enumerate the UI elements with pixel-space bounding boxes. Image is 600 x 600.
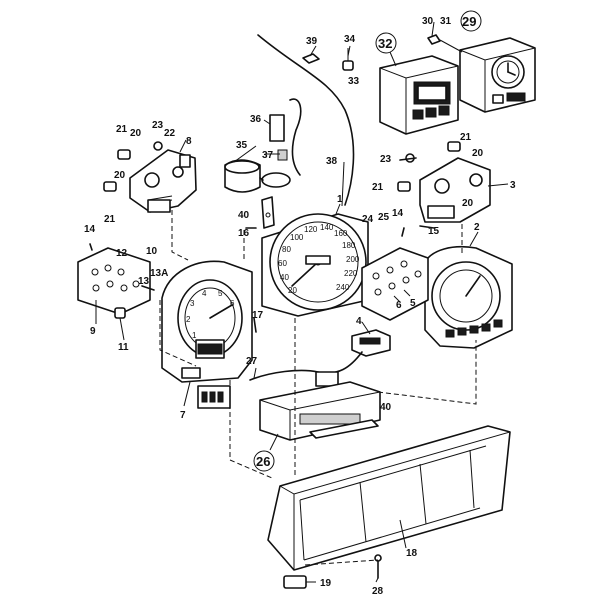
callout-2: 2 [474,222,480,233]
dial-label: 20 [288,286,297,295]
dial-label: 200 [346,255,360,264]
part-39-clip [302,53,320,64]
callout-13: 13 [138,276,150,287]
callout-14-right: 14 [392,208,404,219]
callout-7: 7 [180,410,186,421]
part-30-31-bulb [427,34,463,53]
dial-label: 240 [336,283,350,292]
callout-circles [253,10,482,472]
part-36-37-harness [269,98,302,176]
callout-31: 31 [440,16,452,27]
dial-label: 1 [192,331,197,340]
callout-4: 4 [356,316,362,327]
dial-label: 100 [290,233,304,242]
callout-40-b: 40 [380,402,392,413]
part-40-bracket [261,196,275,229]
dial-label: 3 [190,299,195,308]
callout-30: 30 [422,16,434,27]
part-40-strip [309,419,379,439]
callout-29: 29 [462,14,476,29]
dial-label: 2 [186,315,191,324]
callout-17: 17 [252,310,264,321]
dial-label: 4 [202,289,207,298]
part-20-21-bulbs-left [103,141,163,192]
leader-lines [95,21,509,583]
part-3-bracket-right [419,157,491,223]
callout-15: 15 [428,226,440,237]
part-2-right-instrument [424,246,513,349]
callout-22: 22 [164,128,176,139]
callout-9: 9 [90,326,96,337]
dial-label: 180 [342,241,356,250]
callout-19: 19 [320,578,332,589]
callout-21-d: 21 [372,182,384,193]
dial-label: 60 [278,259,287,268]
part-32-display-module [379,55,459,135]
dial-label: 120 [304,225,318,234]
part-11-bulb [114,307,126,319]
callout-24: 24 [362,214,374,225]
dial-label: 40 [280,273,289,282]
part-4-connector [351,329,391,357]
callout-35: 35 [236,140,248,151]
part-5-6-circuit [361,247,429,321]
callout-6: 6 [396,300,402,311]
callout-34: 34 [344,34,356,45]
callout-28: 28 [372,586,384,597]
callout-25: 25 [378,212,390,223]
alignment-lines [159,210,477,566]
callout-10: 10 [146,246,158,257]
dial-label: 5 [218,289,223,298]
callout-14-left: 14 [84,224,96,235]
speedometer-cable [257,34,355,206]
callout-37: 37 [262,150,274,161]
callout-23-a: 23 [152,120,164,131]
callout-16: 16 [238,228,250,239]
callout-5: 5 [410,298,416,309]
callout-27: 27 [246,356,258,367]
dial-label: 6 [230,299,235,308]
part-29-clock [459,37,536,113]
callout-labels: 1 2 3 4 5 6 7 8 9 10 11 12 13 13A 14 14 … [84,14,516,597]
callout-38: 38 [326,156,338,167]
callout-39: 39 [306,36,318,47]
callout-13a: 13A [150,268,168,279]
callout-40-a: 40 [238,210,250,221]
callout-8: 8 [186,136,192,147]
callout-21-b: 21 [104,214,116,225]
callout-20-a: 20 [130,128,142,139]
callout-18: 18 [406,548,418,559]
callout-11: 11 [118,342,129,353]
callout-23-b: 23 [380,154,392,165]
part-35-sender [224,159,291,193]
part-27-harness [197,351,363,409]
dial-label: 80 [282,245,291,254]
dial-label: 220 [344,269,358,278]
dial-label: 140 [320,223,334,232]
part-1-speedometer [261,213,369,317]
callout-20-c: 20 [472,148,484,159]
callout-21-c: 21 [460,132,472,143]
callout-36: 36 [250,114,262,125]
part-8-bracket-left [129,149,197,213]
callout-33: 33 [348,76,360,87]
callout-12: 12 [116,248,128,259]
callout-3: 3 [510,180,516,191]
part-9-circuit-left [77,247,151,315]
callout-26: 26 [256,454,270,469]
part-7-tachometer [161,260,253,383]
callout-21-a: 21 [116,124,128,135]
callout-20-b: 20 [114,170,126,181]
callout-20-d: 20 [462,198,474,209]
tachometer-dial-labels: 1 2 3 4 5 6 [186,289,235,340]
callout-32: 32 [378,36,392,51]
speedometer-dial-labels: 20 40 60 80 100 120 140 160 180 200 220 … [278,223,360,295]
part-33-34-bulb [342,48,354,71]
part-18-housing [267,425,511,571]
small-screws [89,157,435,589]
dial-label: 160 [334,229,348,238]
callout-1: 1 [337,194,343,205]
